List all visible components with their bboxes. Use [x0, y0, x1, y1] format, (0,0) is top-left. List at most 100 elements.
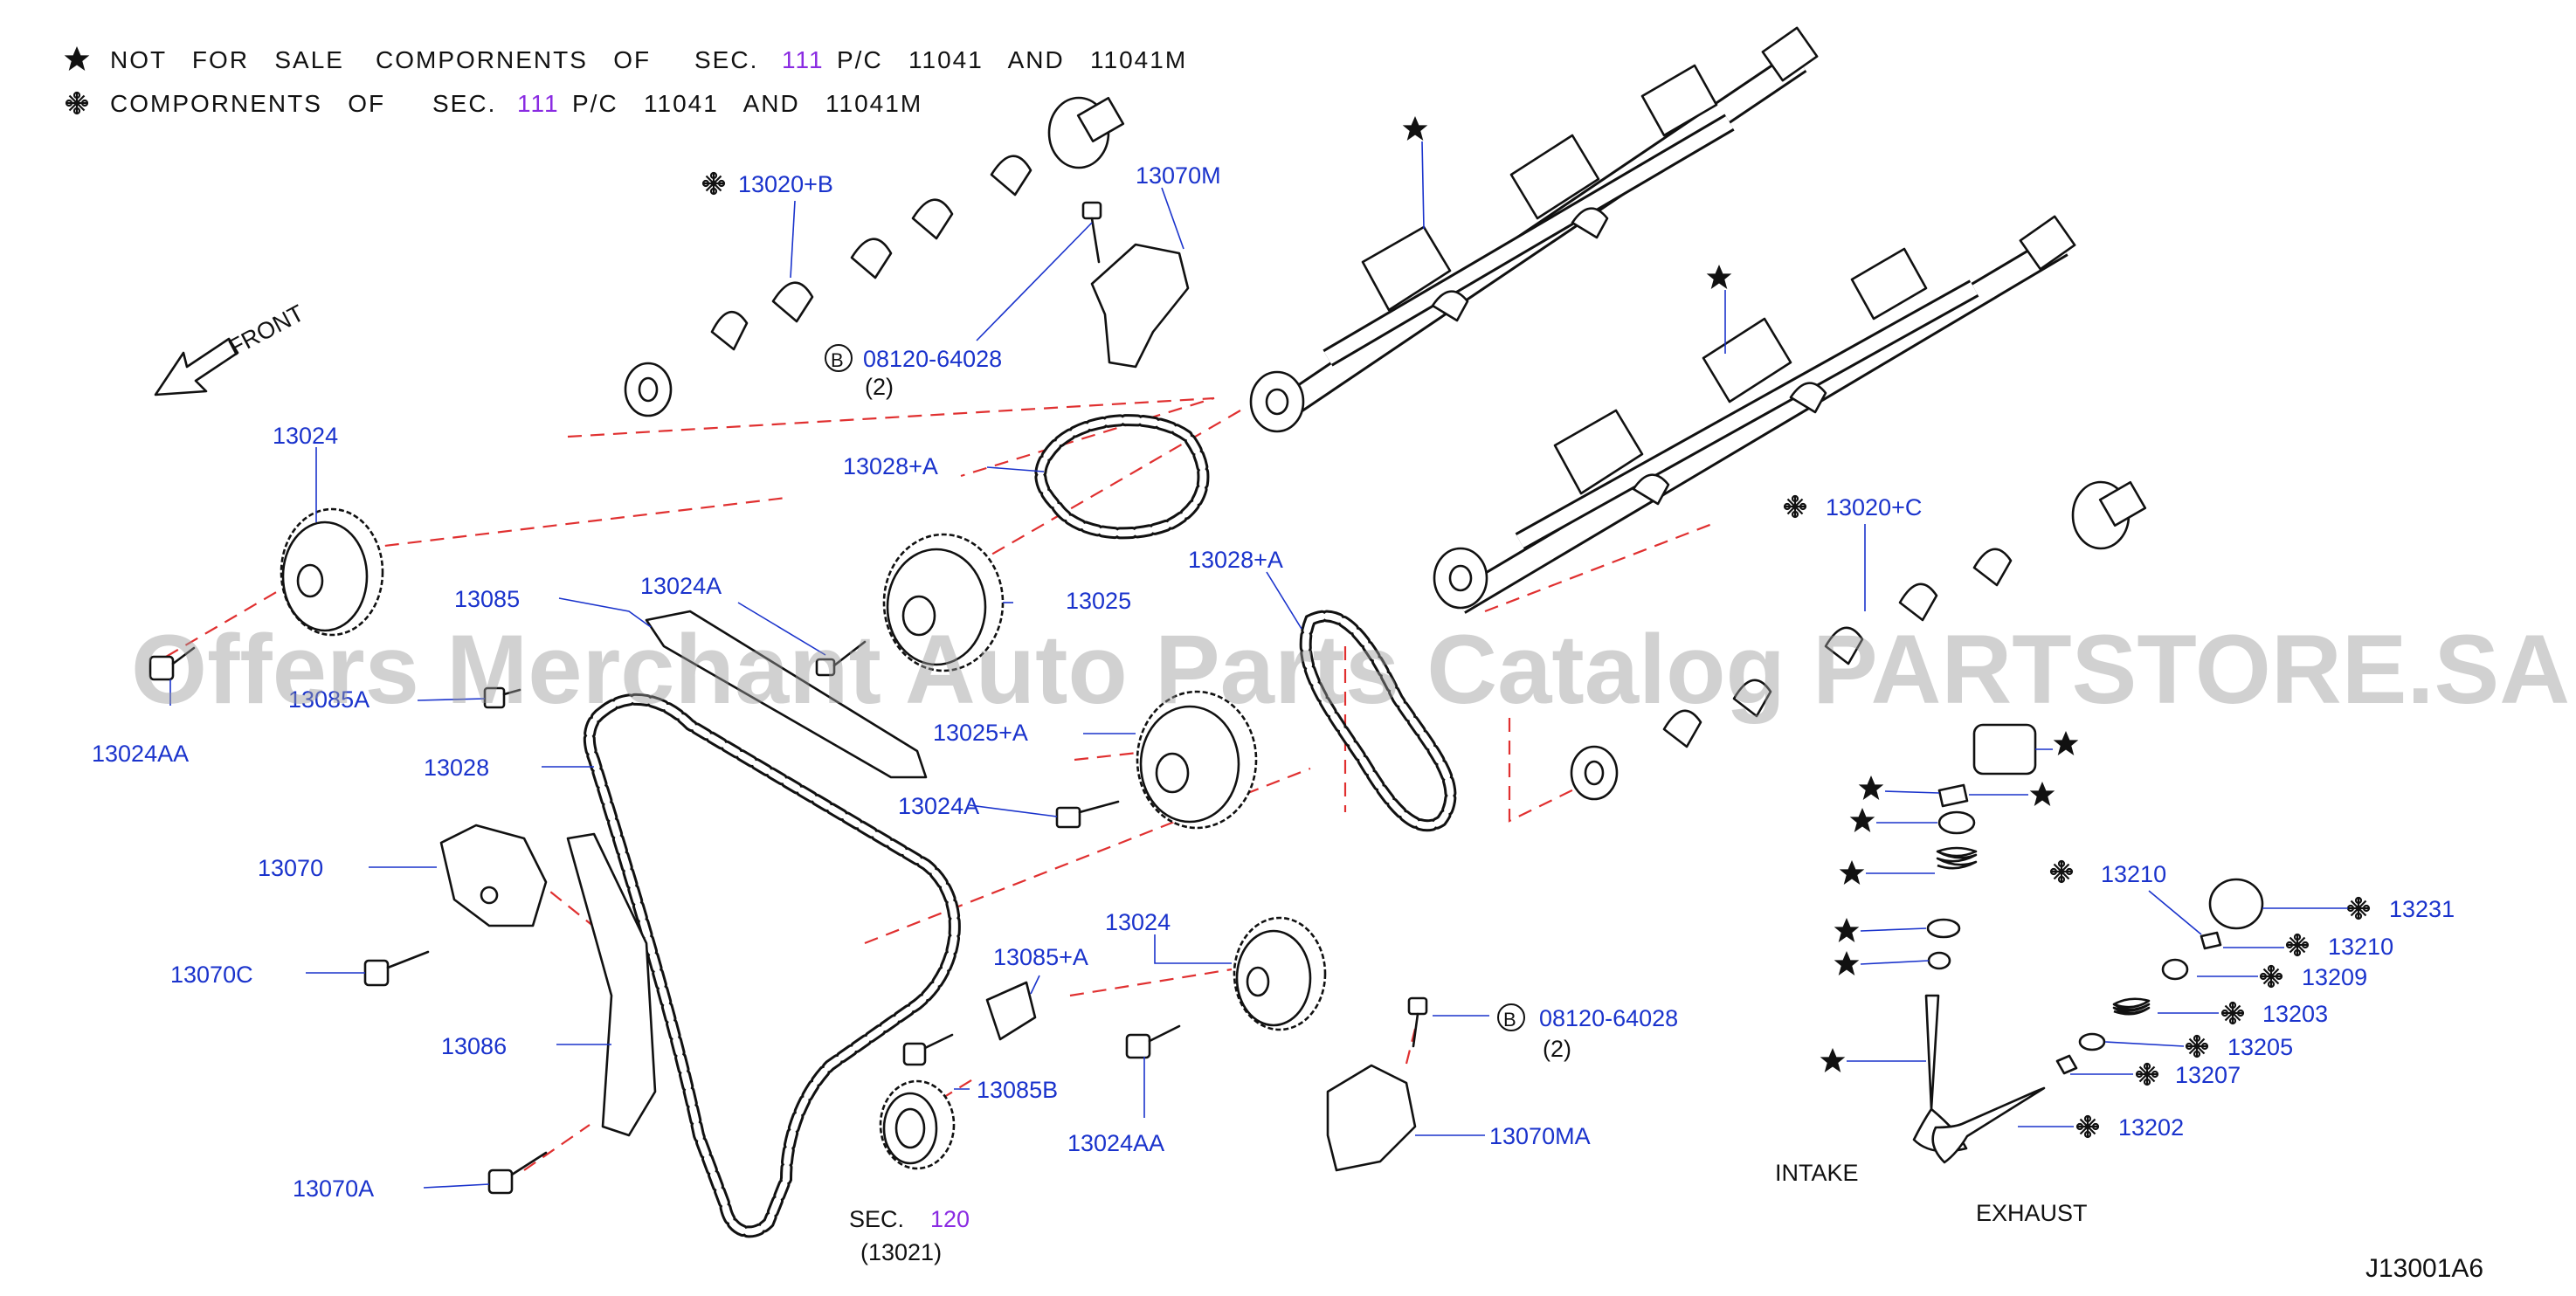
part-labels: 13020+B 13070M B 08120-64028 (2) 13024 1…: [92, 162, 2483, 1283]
bolt-08120-bottom: [1407, 996, 1428, 1048]
label-08120-bottom-qty: (2): [1543, 1036, 1571, 1062]
label-13205: 13205: [2227, 1034, 2293, 1060]
timing-chain-13028: [583, 693, 961, 1238]
label-13203: 13203: [2262, 1001, 2328, 1027]
tensioner-13070: [439, 824, 548, 927]
bolt-13024a-top: [815, 640, 867, 677]
camshaft-13020-b: [624, 96, 1125, 417]
sprocket-13025: [882, 533, 1005, 672]
snowflake-icon: [2285, 933, 2310, 957]
bolt-marker-bottom: B: [1503, 1009, 1516, 1031]
star-icon: [1820, 1048, 1846, 1072]
front-arrow-icon: [154, 337, 239, 396]
bolt-13070a: [487, 1151, 548, 1195]
snowflake-icon: [2220, 1001, 2245, 1025]
sprocket-13024-bottom: [1233, 916, 1327, 1031]
label-13085: 13085: [454, 586, 520, 612]
sprocket-13024-top: [280, 507, 384, 637]
label-08120-top-qty: (2): [865, 374, 894, 400]
snowflake-icon: [2075, 1114, 2100, 1139]
snowflake-icon: [65, 91, 89, 115]
snowflake-icon: [2346, 896, 2371, 920]
label-13024-bottom: 13024: [1105, 909, 1171, 935]
label-sec120-c: (13021): [860, 1239, 942, 1265]
legend-star-text-a: NOT FOR SALE: [110, 46, 344, 73]
label-13209: 13209: [2302, 964, 2367, 990]
label-13210-a: 13210: [2101, 861, 2166, 887]
label-13024aa-bottom: 13024AA: [1067, 1130, 1164, 1156]
label-08120-bottom: 08120-64028: [1539, 1005, 1678, 1031]
watermark: Offers Merchant Auto Parts Catalog PARTS…: [131, 615, 2570, 724]
star-icon: [1706, 265, 1732, 289]
intake-valve-parts: [1912, 723, 2037, 1153]
label-13024aa-left: 13024AA: [92, 741, 189, 767]
actuator-13070m: [1090, 243, 1190, 369]
label-13210-b: 13210: [2328, 934, 2393, 960]
label-13024a-top: 13024A: [640, 573, 722, 599]
label-13025a: 13025+A: [933, 720, 1028, 746]
label-13207: 13207: [2175, 1062, 2241, 1088]
snowflake-icon: [2259, 964, 2283, 989]
label-13025: 13025: [1066, 588, 1131, 614]
camshaft-assembly-lower: [1433, 215, 2076, 614]
bolt-13070c: [363, 950, 430, 987]
legend-star-text-e: P/C 11041 AND 11041M: [837, 46, 1187, 73]
snowflake-icon: [1783, 494, 1807, 519]
label-13024-top: 13024: [273, 423, 338, 449]
label-13020b: 13020+B: [738, 171, 833, 197]
label-sec120-b: 120: [930, 1206, 970, 1232]
label-13086: 13086: [441, 1033, 507, 1059]
star-icon: [2053, 731, 2079, 755]
legend-flower-text-d: P/C 11041 AND 11041M: [572, 90, 922, 117]
bolt-13024aa-bottom: [1125, 1024, 1181, 1059]
label-exhaust: EXHAUST: [1976, 1200, 2088, 1226]
label-13070: 13070: [258, 855, 323, 881]
label-13028a-mid: 13028+A: [1188, 547, 1283, 573]
legend-star-section: 111: [782, 46, 825, 73]
snowflake-icon: [701, 171, 726, 196]
chain-guide-13085: [645, 610, 928, 779]
chain-13028a-mid: [1299, 610, 1457, 832]
legend-star-text-c: SEC.: [694, 46, 758, 73]
label-13070m: 13070M: [1136, 162, 1221, 189]
front-label: FRONT: [224, 300, 308, 361]
exhaust-valve-parts: [1931, 878, 2264, 1164]
legend-flower-section: 111: [517, 90, 560, 117]
legend-flower-text-b: SEC.: [432, 90, 496, 117]
label-13070a: 13070A: [293, 1175, 374, 1202]
camshaft-13020-c: [1570, 480, 2147, 801]
star-icon: [1402, 116, 1428, 141]
star-icon: [1834, 951, 1860, 975]
snowflake-icon: [2185, 1034, 2209, 1058]
label-13024a-mid: 13024A: [898, 793, 979, 819]
star-icon: [1849, 808, 1875, 832]
star-icon: [1858, 776, 1884, 800]
bolt-13024aa-left: [148, 646, 196, 681]
star-icon: [2029, 782, 2055, 806]
label-intake: INTAKE: [1775, 1160, 1859, 1186]
crank-sprocket-sec120: [879, 1079, 956, 1170]
bolt-08120-top: [1081, 201, 1102, 264]
guide-13085a: [985, 981, 1037, 1041]
snowflake-icon: [2135, 1062, 2159, 1086]
label-13070ma: 13070MA: [1489, 1123, 1591, 1149]
snowflake-icon: [2049, 859, 2074, 884]
slack-guide-13086: [566, 832, 657, 1137]
star-icon: [64, 46, 90, 71]
bolt-marker-top: B: [831, 349, 844, 371]
label-13085b: 13085B: [977, 1077, 1058, 1103]
legend: NOT FOR SALE COMPORNENTS OF SEC. 111 P/C…: [64, 46, 1187, 117]
label-13202: 13202: [2118, 1114, 2184, 1141]
camshaft-assembly-upper: [1249, 26, 1819, 433]
circled-b-icon: [1497, 1003, 1525, 1031]
label-13085pa: 13085+A: [993, 944, 1088, 970]
bolt-13085a: [483, 686, 521, 709]
label-08120-top: 08120-64028: [863, 346, 1002, 372]
chain-13028a-left: [1034, 414, 1210, 540]
star-icon: [1834, 918, 1860, 942]
bolt-13085b: [902, 1033, 954, 1066]
alignment-lines: [165, 396, 1713, 1171]
bolt-13024a-mid: [1055, 800, 1120, 829]
label-13085a: 13085A: [288, 686, 369, 713]
